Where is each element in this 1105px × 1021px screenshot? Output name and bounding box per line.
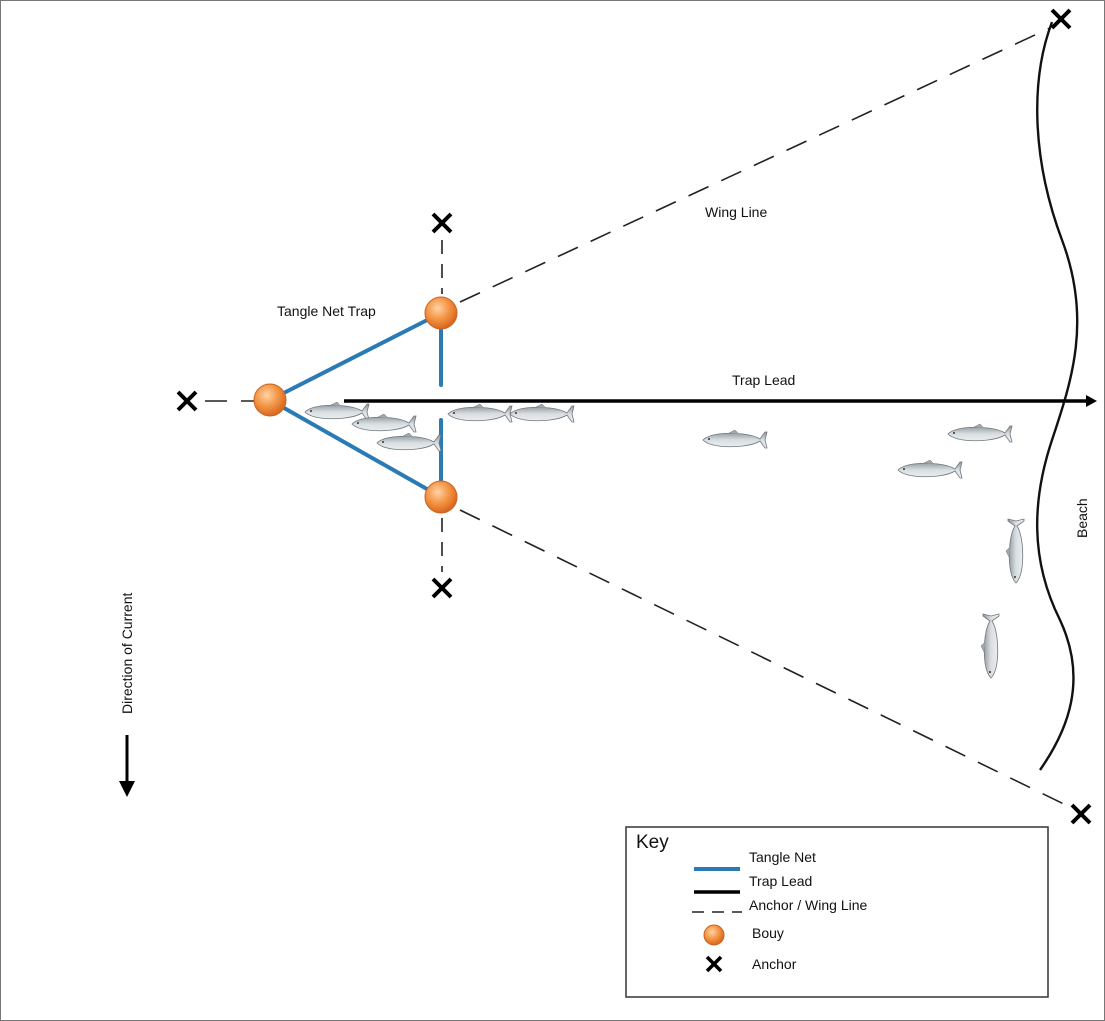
buoy-icon xyxy=(253,383,287,417)
legend-anchor-icon xyxy=(705,955,723,973)
wing-lines xyxy=(205,27,1073,809)
legend-buoy-icon xyxy=(703,924,725,946)
legend-title: Key xyxy=(636,832,669,853)
fish-icon xyxy=(304,401,370,421)
anchor-icon xyxy=(431,577,453,599)
legend-item-buoy: Bouy xyxy=(752,925,784,941)
buoys xyxy=(253,296,458,514)
anchor-icon xyxy=(176,390,198,412)
fish-icon xyxy=(509,403,575,423)
beach-label: Beach xyxy=(1074,498,1090,538)
legend-item-trap-lead: Trap Lead xyxy=(749,873,812,889)
fish-icon xyxy=(376,432,442,452)
upper-wing-line xyxy=(459,27,1051,303)
anchor-icon xyxy=(1050,8,1072,30)
fish-icon xyxy=(980,613,1000,679)
anchor-icon xyxy=(431,212,453,234)
tangle-net-trap-label: Tangle Net Trap xyxy=(277,303,376,319)
direction-of-current-label: Direction of Current xyxy=(119,593,135,714)
anchors xyxy=(176,8,1092,825)
legend-item-tangle-net: Tangle Net xyxy=(749,849,816,865)
wing-line-label: Wing Line xyxy=(705,204,767,220)
fish-icon xyxy=(1005,518,1025,584)
fish-icon xyxy=(947,423,1013,443)
anchor-icon xyxy=(1070,803,1092,825)
trap-lead-label: Trap Lead xyxy=(732,372,795,388)
fish-icon xyxy=(351,413,417,433)
tangle-net xyxy=(268,311,443,499)
legend: Key Tangle Net Trap Lead Anchor / Wing L… xyxy=(625,826,1049,998)
fish-icon xyxy=(702,429,768,449)
fish-school xyxy=(304,401,1025,679)
buoy-icon xyxy=(424,296,458,330)
legend-item-anchor: Anchor xyxy=(752,956,797,972)
beach-line xyxy=(1036,21,1079,771)
buoy-icon xyxy=(424,480,458,514)
fish-icon xyxy=(447,403,513,423)
legend-item-anchor-wing-line: Anchor / Wing Line xyxy=(749,897,867,913)
lower-wing-line xyxy=(459,509,1073,809)
fish-icon xyxy=(897,459,963,479)
trap-lead-arrowhead xyxy=(1086,395,1097,407)
down-arrow-icon xyxy=(119,735,135,797)
